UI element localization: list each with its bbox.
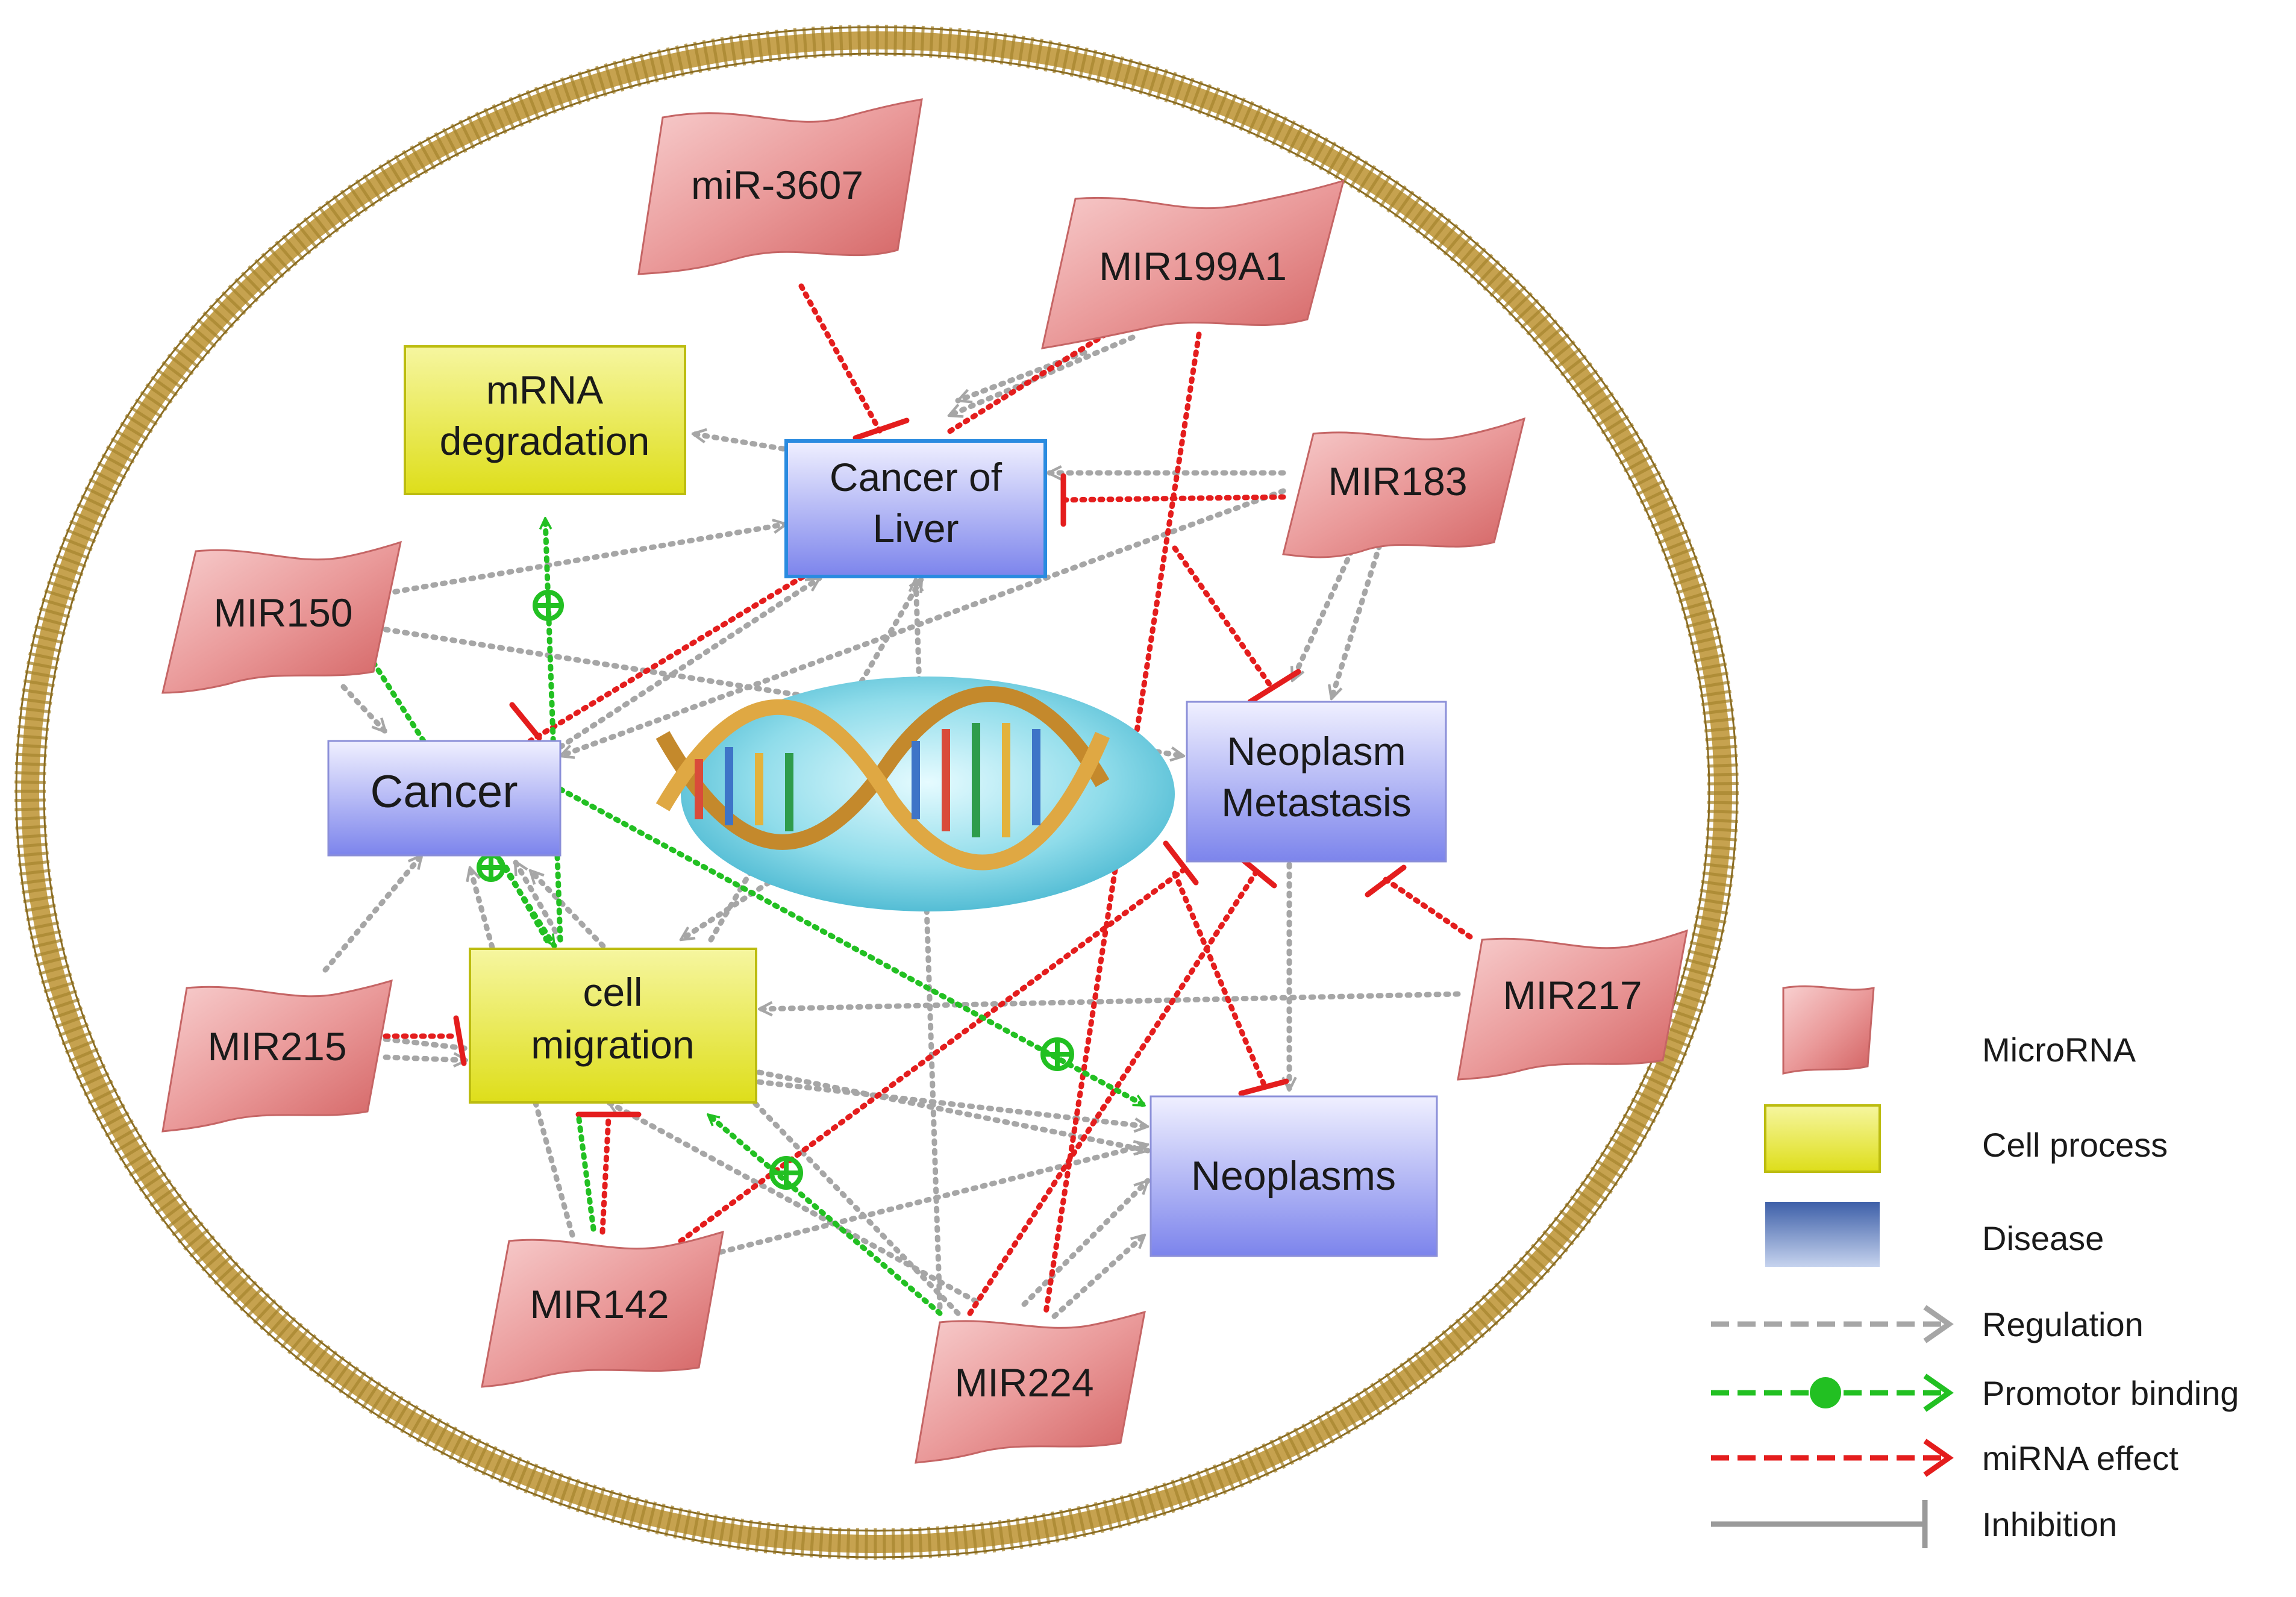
plus-circle-cancer: [477, 853, 505, 882]
node-mir217[interactable]: MIR217: [1457, 929, 1688, 1081]
node-label: Liver: [872, 506, 959, 551]
edge-mir183-metastasis: [1172, 545, 1274, 690]
edge-mir183-metastasis-b: [1331, 542, 1383, 699]
node-label: MIR142: [530, 1282, 669, 1327]
legend-item-disease: Disease: [1765, 1202, 2104, 1267]
legend-microrna-swatch: [1782, 985, 1875, 1075]
inhibition-bars: [453, 417, 1407, 1117]
node-label: Cancer: [371, 766, 518, 817]
node-neoplasm-metastasis[interactable]: Neoplasm Metastasis: [1186, 701, 1447, 863]
legend-cell-process-swatch: [1764, 1104, 1881, 1173]
node-label: MIR183: [1328, 459, 1467, 504]
edge-mir183-metastasis-a: [1289, 539, 1359, 684]
legend-item-regulation: Regulation: [1711, 1305, 2144, 1343]
node-cancer-of-liver[interactable]: Cancer of Liver: [784, 439, 1047, 578]
edge-cellmig-mrna: [545, 515, 563, 943]
bar-mir3607-liver: [852, 417, 910, 441]
node-label: migration: [531, 1022, 694, 1067]
edge-mir224-cellmig-g: [705, 1111, 943, 1316]
plus-circle-neoplasms: [1040, 1037, 1074, 1071]
legend-label: Inhibition: [1982, 1505, 2117, 1543]
edge-cellmig-liver: [708, 575, 925, 943]
bar-mir142-metastasis: [1163, 840, 1199, 886]
node-mir224[interactable]: MIR224: [915, 1310, 1146, 1464]
node-label: Cancer of: [830, 455, 1003, 499]
node-label: mRNA: [486, 367, 603, 412]
edge-mir150-liver: [383, 524, 789, 596]
edge-mir224-neoplasms-b: [1021, 1178, 1151, 1307]
node-label: MIR224: [954, 1360, 1093, 1405]
legend-label: MicroRNA: [1982, 1031, 2136, 1069]
edge-cancer-liver: [557, 575, 822, 750]
node-mir199a1[interactable]: MIR199A1: [1041, 179, 1345, 349]
node-mir215[interactable]: MIR215: [161, 979, 393, 1133]
node-label: Neoplasms: [1191, 1153, 1396, 1199]
bar-mir224-metastasis: [1238, 855, 1277, 889]
legend-item-microrna: MicroRNA: [1782, 985, 2136, 1075]
promotor-edges: [371, 515, 1148, 1316]
legend-label: Cell process: [1982, 1126, 2168, 1164]
node-label: Metastasis: [1221, 780, 1411, 825]
node-label: Neoplasm: [1227, 729, 1406, 773]
edge-metastasis-neoplasms-r: [1172, 870, 1268, 1090]
edge-cancer-cellmig-g: [503, 864, 551, 946]
node-mir-3607[interactable]: miR-3607: [637, 98, 923, 275]
legend-label: Regulation: [1982, 1305, 2144, 1343]
node-mir183[interactable]: MIR183: [1282, 417, 1526, 558]
bar-metastasis-neoplasms: [1238, 1078, 1289, 1096]
edge-mir142-metastasis: [678, 864, 1190, 1244]
edge-cellmig-cancer: [512, 858, 563, 943]
edge-mir150-cancer: [340, 684, 389, 735]
edge-mir3607-liver: [798, 283, 883, 434]
bar-mir183-metastasis: [1247, 669, 1301, 705]
node-label: miR-3607: [691, 163, 863, 207]
legend-label: Disease: [1982, 1219, 2104, 1257]
legend-label: Promotor binding: [1982, 1374, 2239, 1412]
node-label: cell: [583, 970, 642, 1014]
dna-hub: [655, 677, 1175, 911]
bar-liver-cancer: [509, 702, 542, 741]
edge-mir183-cancer: [560, 488, 1286, 756]
node-cancer[interactable]: Cancer: [327, 740, 561, 857]
edge-mir224-neoplasms-a: [1051, 1232, 1148, 1319]
node-cell-migration[interactable]: cell migration: [469, 948, 757, 1104]
edge-mir199a1-liver-b: [946, 334, 1136, 419]
edge-mir217-metastasis: [1383, 877, 1473, 940]
edge-mir142-neoplasms: [690, 1145, 1148, 1262]
plus-circle-cellmig: [769, 1156, 803, 1190]
edge-mir199a1-liver: [943, 331, 1109, 437]
node-label: degradation: [440, 419, 650, 463]
node-label: MIR199A1: [1099, 244, 1287, 289]
legend-item-cell-process: Cell process: [1764, 1104, 2168, 1173]
edge-mir183-liver-r: [1057, 494, 1286, 503]
node-neoplasms[interactable]: Neoplasms: [1150, 1095, 1438, 1257]
edge-mir142-cellmig-r: [599, 1114, 612, 1235]
bar-mir215-cellmig: [453, 1015, 467, 1066]
edge-mir217-cellmig: [756, 991, 1461, 1009]
legend-disease-swatch: [1765, 1202, 1880, 1267]
legend-item-mirna-effect: miRNA effect: [1711, 1439, 2179, 1477]
edge-mir142-cellmig-g: [575, 1111, 596, 1232]
edge-mir215-cellmig: [383, 1057, 470, 1060]
edge-liver-mrna: [690, 434, 786, 452]
node-mir142[interactable]: MIR142: [481, 1230, 724, 1388]
edge-liver-cancer: [527, 569, 813, 744]
node-mrna-degradation[interactable]: mRNA degradation: [404, 345, 686, 495]
legend-item-promotor: Promotor binding: [1711, 1374, 2239, 1412]
bar-mir217-metastasis: [1365, 864, 1407, 898]
node-mir150[interactable]: MIR150: [161, 540, 402, 694]
node-label: MIR217: [1503, 973, 1642, 1017]
cell-membrane: [14, 25, 1739, 1560]
legend-label: miRNA effect: [1982, 1439, 2179, 1477]
legend: MicroRNA Cell process Disease Regulation…: [1711, 985, 2239, 1548]
legend-item-inhibition: Inhibition: [1711, 1500, 2117, 1548]
edge-mir215-cancer-a: [322, 852, 425, 973]
node-label: MIR150: [213, 590, 352, 635]
plus-circle-mrna: [533, 590, 564, 621]
node-label: MIR215: [207, 1024, 346, 1069]
